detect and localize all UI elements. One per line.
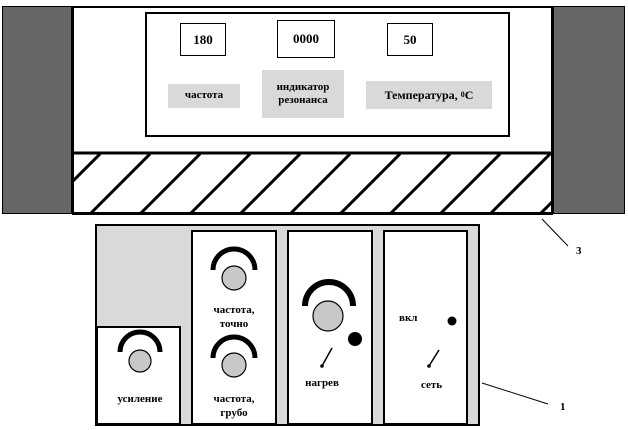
fine-frequency-knob bbox=[221, 265, 247, 291]
fine-frequency-scale bbox=[210, 246, 258, 271]
resonance-value: 0000 bbox=[293, 31, 319, 46]
right-side-block bbox=[553, 6, 625, 214]
on-lamp-icon bbox=[447, 316, 457, 326]
temperature-display: 50 bbox=[387, 23, 433, 56]
power-toggle-switch bbox=[428, 349, 440, 367]
coarse-frequency-knob bbox=[221, 352, 247, 378]
coarse-frequency-scale bbox=[210, 334, 258, 359]
gain-label: усиление bbox=[117, 393, 163, 405]
left-side-block bbox=[2, 6, 72, 214]
callout-label-1: 1 bbox=[560, 401, 566, 413]
heating-label: нагрев bbox=[305, 377, 339, 389]
gain-panel bbox=[96, 326, 181, 425]
power-panel bbox=[383, 230, 468, 425]
resonance-display: 0000 bbox=[277, 20, 335, 58]
freq-coarse-label: частота, грубо bbox=[213, 393, 255, 420]
heating-knob-scale bbox=[302, 279, 356, 307]
frequency-display: 180 bbox=[180, 23, 226, 56]
frequency-label: частота bbox=[168, 84, 240, 108]
heating-knob bbox=[312, 300, 344, 332]
heating-toggle-switch bbox=[321, 347, 333, 367]
power-label: сеть bbox=[421, 379, 443, 391]
callout-label-3: 3 bbox=[576, 245, 582, 257]
temperature-value: 50 bbox=[403, 31, 417, 47]
frequency-value: 180 bbox=[193, 31, 213, 47]
freq-fine-label: частота, точно bbox=[213, 304, 255, 331]
frequency-panel bbox=[191, 230, 277, 425]
heating-lamp-icon bbox=[348, 332, 362, 346]
on-label: вкл bbox=[399, 312, 418, 324]
resonance-label: индикатор резонанса bbox=[262, 70, 344, 118]
